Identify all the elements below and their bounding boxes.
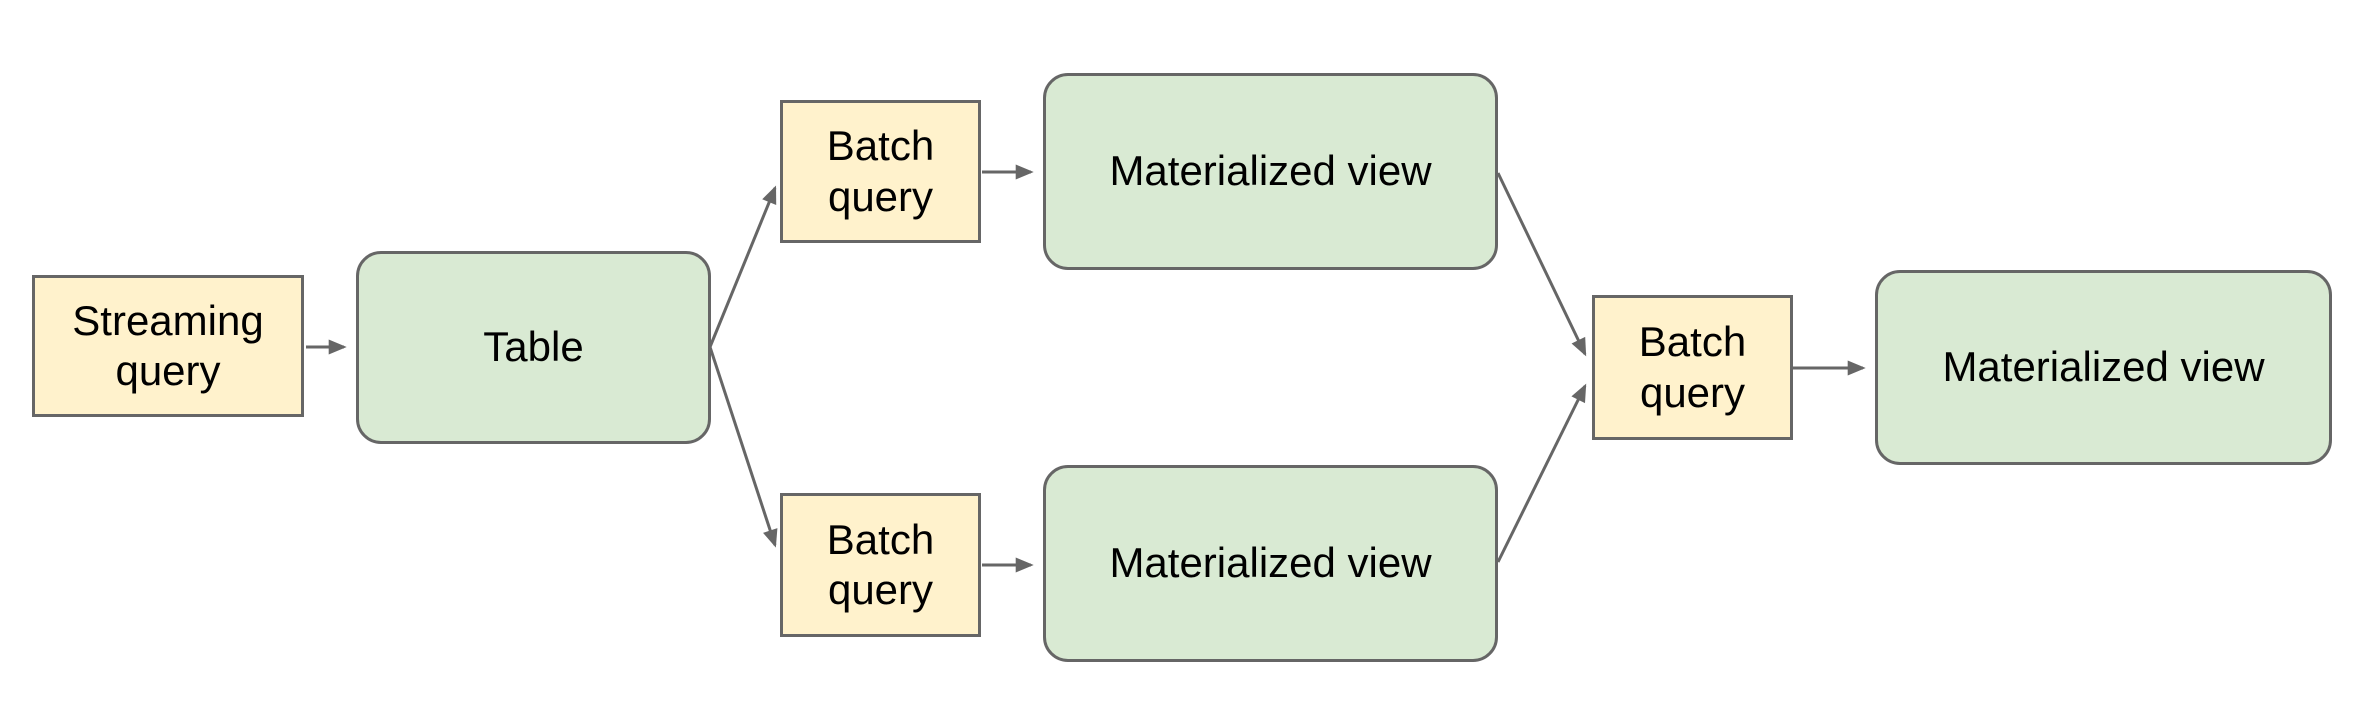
- batch-query-center-node: Batch query: [1592, 295, 1793, 440]
- edge-materialized-view-top-to-batch-query-center: [1496, 172, 1587, 357]
- streaming-query-label: Streaming query: [72, 296, 264, 394]
- materialized-view-bottom-label: Materialized view: [1109, 539, 1432, 587]
- materialized-view-top-label: Materialized view: [1109, 147, 1432, 195]
- edge-table-to-batch-query-bottom: [708, 346, 778, 548]
- materialized-view-bottom-node: Materialized view: [1043, 465, 1498, 662]
- table-node: Table: [356, 251, 711, 444]
- materialized-view-right-label: Materialized view: [1942, 343, 2265, 391]
- materialized-view-top-node: Materialized view: [1043, 73, 1498, 270]
- batch-query-top-node: Batch query: [780, 100, 981, 243]
- batch-query-bottom-node: Batch query: [780, 493, 981, 637]
- edge-materialized-view-bottom-to-batch-query-center: [1496, 383, 1587, 563]
- batch-query-center-label: Batch query: [1638, 318, 1747, 416]
- edge-table-to-batch-query-top: [708, 185, 777, 348]
- batch-query-top-label: Batch query: [826, 122, 935, 220]
- materialized-view-right-node: Materialized view: [1875, 270, 2332, 465]
- table-label: Table: [483, 323, 584, 371]
- batch-query-bottom-label: Batch query: [826, 515, 935, 613]
- streaming-query-node: Streaming query: [32, 275, 304, 417]
